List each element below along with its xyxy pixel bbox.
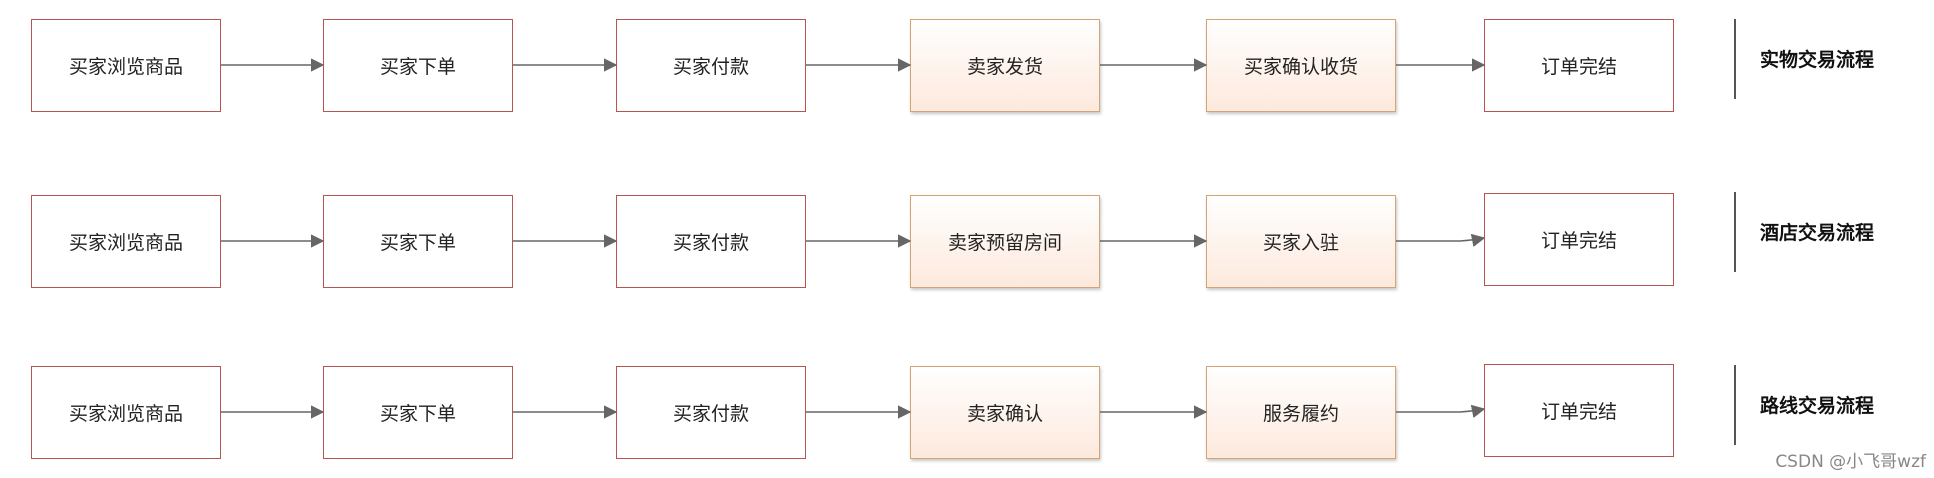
flow3-step3-label: 买家付款	[672, 403, 749, 425]
flow2-step2-node: 买家下单	[323, 195, 513, 288]
flow2-step5-node: 买家入驻	[1206, 195, 1396, 288]
flow2-step5-label: 买家入驻	[1262, 232, 1339, 254]
flow3-step4-node: 卖家确认	[910, 366, 1100, 459]
flow2-step3-node: 买家付款	[616, 195, 806, 288]
flow2-step2-label: 买家下单	[379, 232, 456, 254]
flow3-step6-label: 订单完结	[1540, 401, 1617, 423]
flow3-title: 路线交易流程	[1760, 395, 1875, 417]
flow3-step2-node: 买家下单	[323, 366, 513, 459]
flow1-step2-label: 买家下单	[379, 56, 456, 78]
flow3-step3-node: 买家付款	[616, 366, 806, 459]
flow1-step6-node: 订单完结	[1484, 19, 1674, 112]
flow1-step5-label: 买家确认收货	[1243, 56, 1358, 78]
flow3-step4-label: 卖家确认	[966, 403, 1043, 425]
watermark: CSDN @小飞哥wzf	[1775, 452, 1926, 472]
flow3-step5-node: 服务履约	[1206, 366, 1396, 459]
flow3-step5-label: 服务履约	[1262, 403, 1339, 425]
flow1-step4-label: 卖家发货	[966, 56, 1043, 78]
flow1-step6-label: 订单完结	[1540, 56, 1617, 78]
flow1-step4-node: 卖家发货	[910, 19, 1100, 112]
flow1-step1-node: 买家浏览商品	[31, 19, 221, 112]
flow3-separator	[1734, 365, 1736, 445]
flow1-title: 实物交易流程	[1760, 49, 1875, 71]
flow3-step2-label: 买家下单	[379, 403, 456, 425]
flow2-title: 酒店交易流程	[1760, 222, 1875, 244]
flow1-step3-node: 买家付款	[616, 19, 806, 112]
flow2-step1-node: 买家浏览商品	[31, 195, 221, 288]
flow2-step4-label: 卖家预留房间	[947, 232, 1062, 254]
flow1-step5-node: 买家确认收货	[1206, 19, 1396, 112]
flow1-separator	[1734, 19, 1736, 99]
flow3-step1-node: 买家浏览商品	[31, 366, 221, 459]
flow3-step1-label: 买家浏览商品	[68, 403, 183, 425]
flow2-arrow-5	[1396, 233, 1486, 248]
flow1-step1-label: 买家浏览商品	[68, 56, 183, 78]
flow2-step1-label: 买家浏览商品	[68, 232, 183, 254]
flow2-separator	[1734, 192, 1736, 272]
flow2-step6-label: 订单完结	[1540, 230, 1617, 252]
flow2-step6-node: 订单完结	[1484, 193, 1674, 286]
flow3-arrow-5	[1396, 404, 1486, 419]
flow2-step3-label: 买家付款	[672, 232, 749, 254]
flow1-step3-label: 买家付款	[672, 56, 749, 78]
flow3-step6-node: 订单完结	[1484, 364, 1674, 457]
